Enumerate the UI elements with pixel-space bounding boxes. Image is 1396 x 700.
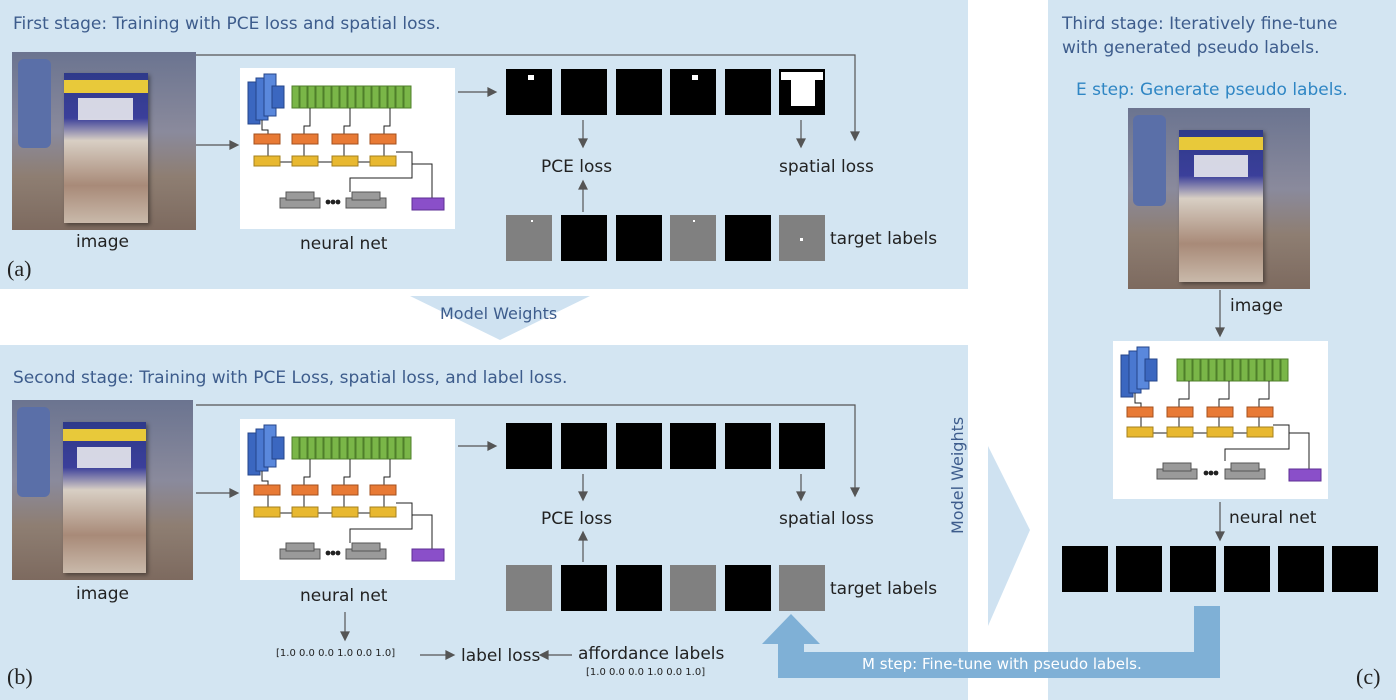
stage1-target-4 [670, 215, 716, 261]
conv-blue-blocks [247, 73, 285, 125]
model-weights-label-1: Model Weights [440, 304, 558, 323]
stage2-output-mask-3 [616, 423, 662, 469]
stage2-output-mask-5 [725, 423, 771, 469]
stage3-pseudo-mask-4 [1224, 546, 1270, 592]
stage1-target-2 [561, 215, 607, 261]
stage2-target-4 [670, 565, 716, 611]
stage2-target-6 [779, 565, 825, 611]
stage1-image-label: image [76, 232, 129, 252]
stage3-net-label: neural net [1229, 508, 1317, 528]
stage3-pseudo-mask-1 [1062, 546, 1108, 592]
neural-net-diagram [1120, 346, 1322, 482]
stage3-e-step: E step: Generate pseudo labels. [1076, 80, 1348, 100]
stage1-target-6 [779, 215, 825, 261]
stage1-tag: (a) [7, 256, 32, 281]
stage1-output-mask-5 [725, 69, 771, 115]
stage3-image-label: image [1230, 296, 1283, 316]
conv-green-blocks [291, 85, 412, 109]
stage2-target-3 [616, 565, 662, 611]
stage2-image-label: image [76, 584, 129, 604]
stage3-pseudo-mask-2 [1116, 546, 1162, 592]
stage1-output-mask-1 [506, 69, 552, 115]
stage1-output-mask-4 [670, 69, 716, 115]
stage2-pce-loss: PCE loss [541, 509, 613, 529]
stage3-title-line1: Third stage: Iteratively fine-tune [1062, 14, 1338, 34]
stage2-output-mask-4 [670, 423, 716, 469]
stage3-m-step: M step: Fine-tune with pseudo labels. [862, 655, 1142, 673]
stage3-pseudo-mask-5 [1278, 546, 1324, 592]
model-weights-right-arrow [988, 446, 1030, 626]
stage2-input-image [12, 400, 193, 580]
stage1-target-1 [506, 215, 552, 261]
stage2-affordance-vector: [1.0 0.0 0.0 1.0 0.0 1.0] [586, 667, 706, 678]
stage2-pred-vector: [1.0 0.0 0.0 1.0 0.0 1.0] [276, 648, 396, 659]
stage2-target-labels: target labels [830, 579, 938, 599]
stage1-pce-loss: PCE loss [541, 157, 613, 177]
stage1-title: First stage: Training with PCE loss and … [13, 14, 441, 34]
stage1-output-mask-3 [616, 69, 662, 115]
neural-net-diagram [247, 73, 445, 211]
stage1-target-labels: target labels [830, 229, 938, 249]
stage2-output-mask-6 [779, 423, 825, 469]
stage1-target-5 [725, 215, 771, 261]
stage2-neural-net [240, 419, 455, 580]
neural-net-diagram [247, 424, 445, 562]
stage3-pseudo-mask-6 [1332, 546, 1378, 592]
stage3-tag: (c) [1356, 664, 1381, 689]
stage1-spatial-loss: spatial loss [779, 157, 874, 177]
stage2-output-mask-1 [506, 423, 552, 469]
stage2-output-mask-2 [561, 423, 607, 469]
stage1-net-label: neural net [300, 234, 388, 254]
stage1-target-3 [616, 215, 662, 261]
stage2-title: Second stage: Training with PCE Loss, sp… [13, 368, 568, 388]
stage1-input-image [12, 52, 196, 230]
stage2-target-1 [506, 565, 552, 611]
stage3-title-line2: with generated pseudo labels. [1062, 38, 1320, 58]
stage3-pseudo-mask-3 [1170, 546, 1216, 592]
stage2-target-2 [561, 565, 607, 611]
stage3-neural-net [1113, 341, 1328, 499]
stage3-input-image [1128, 108, 1310, 289]
stage2-label-loss: label loss [461, 646, 541, 666]
stage2-tag: (b) [7, 664, 33, 689]
model-weights-label-2: Model Weights [948, 416, 967, 534]
stage1-output-mask-2 [561, 69, 607, 115]
stage2-spatial-loss: spatial loss [779, 509, 874, 529]
stage2-affordance-labels: affordance labels [578, 644, 725, 664]
stage2-net-label: neural net [300, 586, 388, 606]
stage1-neural-net [240, 68, 455, 229]
stage1-output-mask-6 [779, 69, 825, 115]
stage2-target-5 [725, 565, 771, 611]
